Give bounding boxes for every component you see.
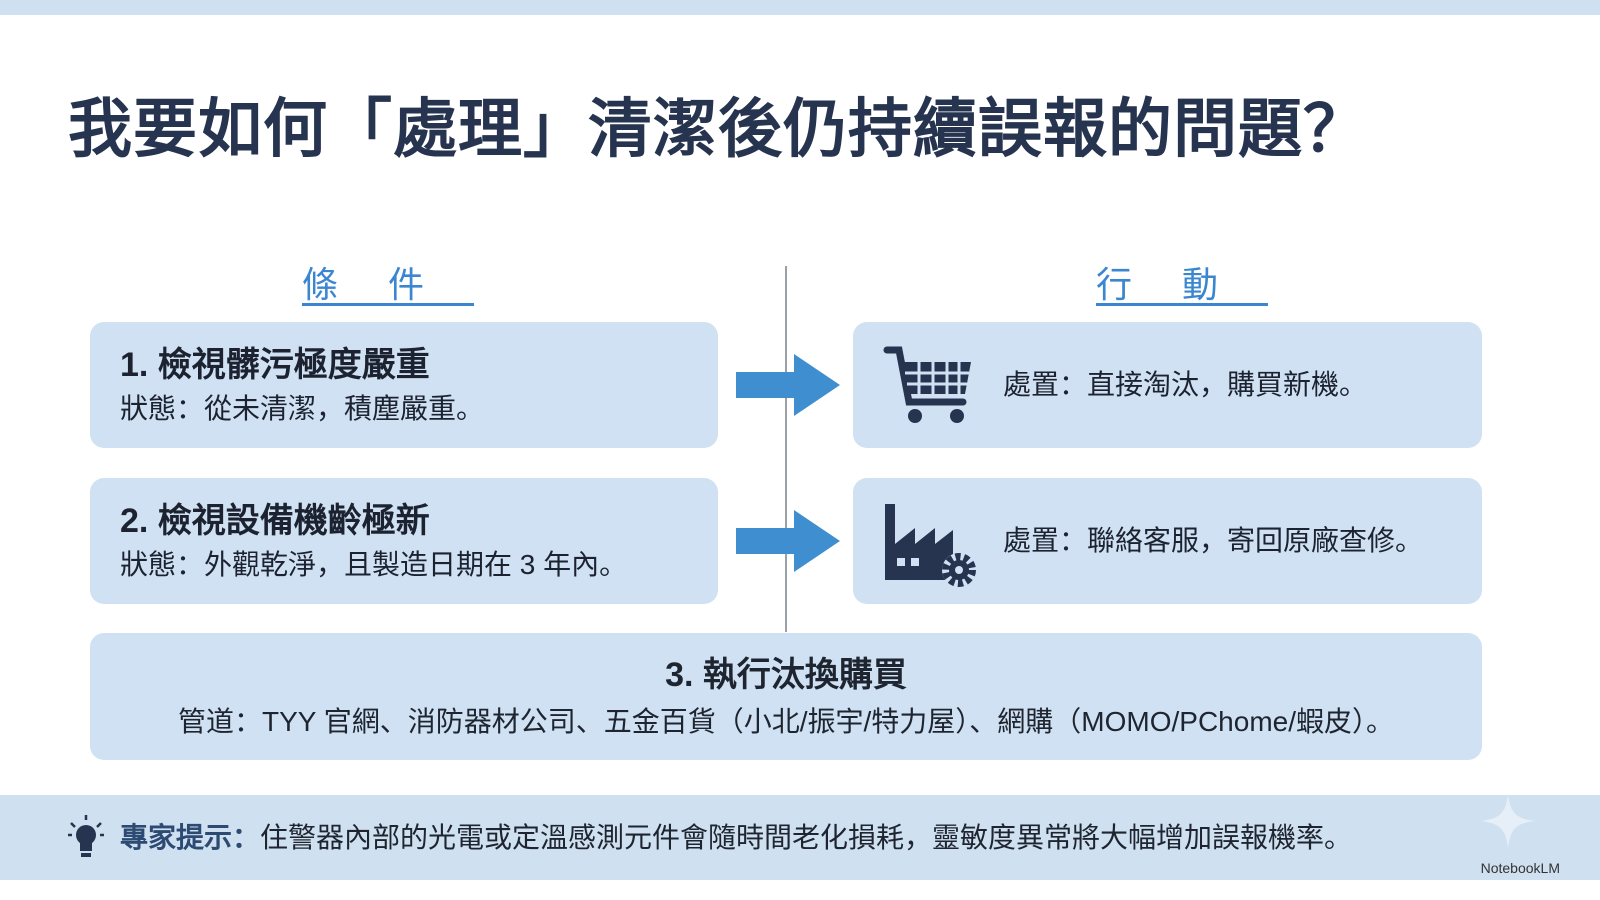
- condition-card-2: 2. 檢視設備機齡極新 狀態：外觀乾淨，且製造日期在 3 年內。: [90, 478, 718, 604]
- sparkle-icon: [1480, 793, 1536, 849]
- expert-tip-banner: 專家提示：住警器內部的光電或定溫感測元件會隨時間老化損耗，靈敏度異常將大幅增加誤…: [0, 795, 1600, 880]
- purchase-heading: 3. 執行汰換購買: [665, 656, 907, 694]
- arrow-right-icon: [736, 510, 840, 572]
- lightbulb-icon: [68, 815, 104, 857]
- tip-label: 專家提示：: [120, 822, 261, 853]
- top-accent-bar: [0, 0, 1600, 15]
- condition-heading: 2. 檢視設備機齡極新: [120, 502, 430, 540]
- action-text: 處置：聯絡客服，寄回原廠查修。: [1003, 525, 1424, 556]
- brand-label: NotebookLM: [1480, 860, 1560, 876]
- condition-card-1: 1. 檢視髒污極度嚴重 狀態：從未清潔，積塵嚴重。: [90, 322, 718, 448]
- purchase-card: 3. 執行汰換購買 管道：TYY 官網、消防器材公司、五金百貨（小北/振宇/特力…: [90, 633, 1482, 760]
- expert-tip: 專家提示：住警器內部的光電或定溫感測元件會隨時間老化損耗，靈敏度異常將大幅增加誤…: [120, 795, 1352, 880]
- action-card-2: 處置：聯絡客服，寄回原廠查修。: [853, 478, 1482, 604]
- page-title: 我要如何「處理」清潔後仍持續誤報的問題？: [68, 93, 1368, 165]
- column-divider: [785, 266, 787, 632]
- shopping-cart-icon: [883, 346, 971, 423]
- action-card-1: 處置：直接淘汰，購買新機。: [853, 322, 1482, 448]
- factory-gear-icon: [885, 504, 976, 587]
- condition-status: 狀態：外觀乾淨，且製造日期在 3 年內。: [120, 549, 628, 580]
- arrow-right-icon: [736, 354, 840, 416]
- column-header-condition: 條件: [302, 264, 475, 305]
- purchase-channels: 管道：TYY 官網、消防器材公司、五金百貨（小北/振宇/特力屋）、網購（MOMO…: [178, 706, 1394, 737]
- tip-text: 住警器內部的光電或定溫感測元件會隨時間老化損耗，靈敏度異常將大幅增加誤報機率。: [260, 822, 1353, 853]
- condition-status: 狀態：從未清潔，積塵嚴重。: [120, 393, 485, 424]
- condition-heading: 1. 檢視髒污極度嚴重: [120, 346, 430, 384]
- action-text: 處置：直接淘汰，購買新機。: [1003, 369, 1368, 400]
- column-header-action: 行動: [1096, 264, 1269, 305]
